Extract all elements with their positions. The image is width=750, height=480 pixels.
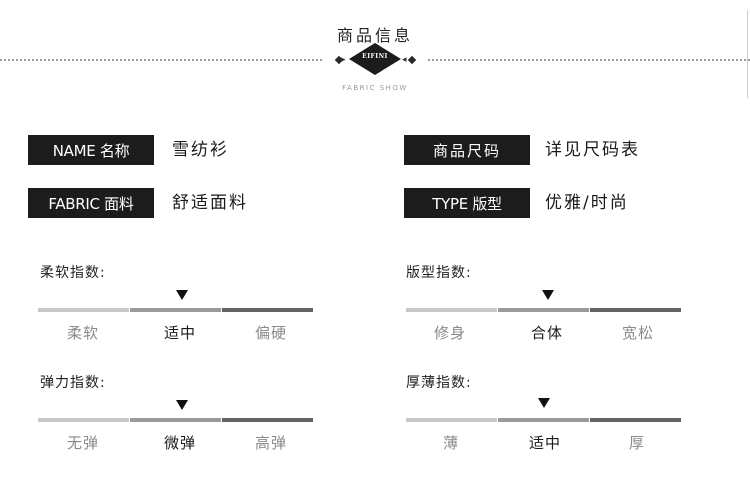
- softness-option-3: 偏硬: [254, 324, 287, 342]
- fit-option-1: 修身: [433, 324, 466, 342]
- elasticity-bar-3: [222, 418, 313, 422]
- elasticity-option-2: 微弹: [163, 434, 196, 452]
- size-tag: 商品尺码: [404, 135, 530, 165]
- thickness-bar-1: [406, 418, 497, 422]
- softness-marker-icon: [176, 290, 188, 300]
- elasticity-bar-1: [38, 418, 129, 422]
- arrow-right-icon: ▸: [341, 55, 346, 65]
- diamond-icon: [407, 55, 417, 65]
- fit-label: 版型指数:: [406, 265, 472, 281]
- divider-left: [0, 59, 322, 61]
- name-tag: NAME 名称: [28, 135, 154, 165]
- section-subtitle: FABRIC SHOW: [342, 84, 408, 92]
- brand-badge: EIFINI: [348, 42, 402, 76]
- arrow-left-icon: ◂: [402, 55, 407, 65]
- fit-option-2: 合体: [530, 324, 563, 342]
- fit-bar-3: [590, 308, 681, 312]
- softness-bar-1: [38, 308, 129, 312]
- softness-bar-3: [222, 308, 313, 312]
- fit-option-3: 宽松: [621, 324, 654, 342]
- fabric-tag: FABRIC 面料: [28, 188, 154, 218]
- type-tag: TYPE 版型: [404, 188, 530, 218]
- thickness-option-3: 厚: [628, 434, 645, 452]
- badge-shape-icon: [349, 43, 401, 75]
- thickness-marker-icon: [538, 398, 550, 408]
- softness-option-2: 适中: [163, 324, 196, 342]
- softness-option-1: 柔软: [66, 324, 99, 342]
- thickness-bar-2: [498, 418, 589, 422]
- elasticity-label: 弹力指数:: [40, 375, 106, 391]
- divider-right: [428, 59, 750, 61]
- edge-line: [747, 10, 748, 98]
- fabric-value: 舒适面料: [172, 193, 248, 213]
- softness-label: 柔软指数:: [40, 265, 106, 281]
- size-value: 详见尺码表: [545, 140, 640, 160]
- elasticity-bar-2: [130, 418, 221, 422]
- fit-marker-icon: [542, 290, 554, 300]
- type-value: 优雅/时尚: [545, 193, 629, 213]
- fit-bar-2: [498, 308, 589, 312]
- thickness-label: 厚薄指数:: [406, 375, 472, 391]
- softness-bar-2: [130, 308, 221, 312]
- thickness-bar-3: [590, 418, 681, 422]
- thickness-option-2: 适中: [528, 434, 561, 452]
- thickness-option-1: 薄: [442, 434, 459, 452]
- name-value: 雪纺衫: [172, 140, 229, 160]
- fit-bar-1: [406, 308, 497, 312]
- section-title: 商品信息: [336, 26, 413, 45]
- badge-text: EIFINI: [362, 53, 388, 60]
- elasticity-option-1: 无弹: [66, 434, 99, 452]
- elasticity-option-3: 高弹: [254, 434, 287, 452]
- elasticity-marker-icon: [176, 400, 188, 410]
